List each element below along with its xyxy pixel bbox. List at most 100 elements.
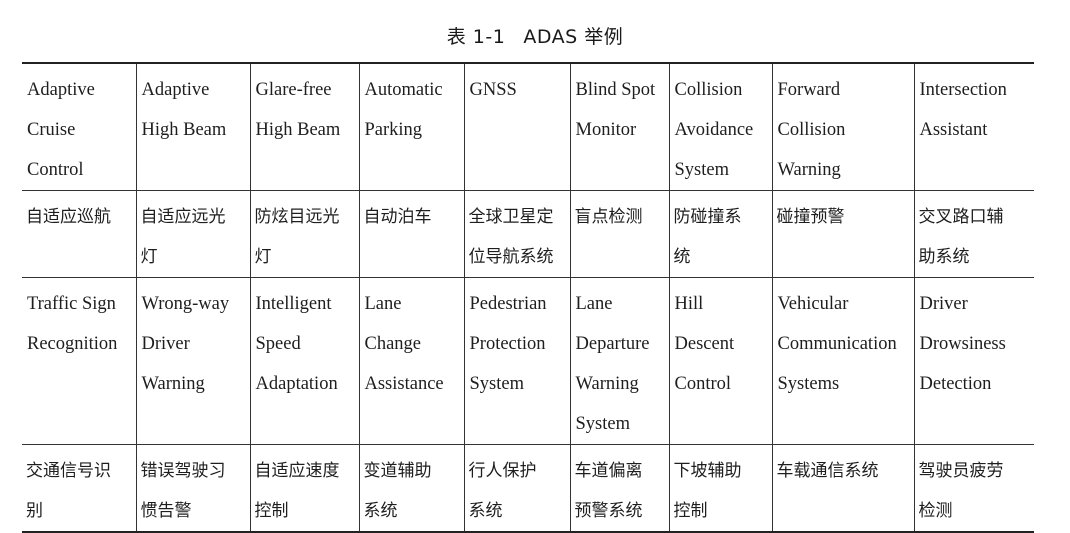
cell-text: 全球卫星定: [468, 207, 554, 227]
cell-text: Collision: [777, 120, 846, 140]
cell-text: 车道偏离: [574, 461, 643, 481]
cell-text: 助系统: [918, 247, 970, 267]
cell-text: Detection: [919, 374, 992, 394]
table-cell: 盲点检测: [569, 190, 669, 278]
cell-text: 交通信号识: [26, 461, 111, 481]
cell-text: 灯: [254, 247, 272, 267]
cell-text: 灯: [140, 247, 158, 267]
cell-text: Systems: [777, 374, 840, 394]
table-number: 表 1-1: [446, 26, 506, 48]
table-cell: 自动泊车: [358, 190, 464, 278]
table-cell: 防碰撞系统: [668, 190, 772, 278]
cell-text: Change: [364, 334, 422, 354]
cell-text: Automatic: [364, 80, 443, 100]
cell-text: Cruise: [27, 120, 76, 140]
cell-text: 盲点检测: [574, 207, 643, 227]
table-title: ADAS 举例: [523, 26, 624, 48]
table-cell: 错误驾驶习惯告警: [135, 444, 250, 533]
table-cell: 自适应巡航: [22, 190, 136, 278]
cell-text: 碰撞预警: [776, 207, 845, 227]
cell-text: Recognition: [27, 334, 118, 354]
cell-text: Pedestrian: [469, 294, 547, 314]
cell-text: 防炫目远光: [254, 207, 340, 227]
cell-text: Communication: [777, 334, 897, 354]
table-cell: 全球卫星定位导航系统: [463, 190, 570, 278]
cell-text: Assistant: [919, 120, 988, 140]
cell-text: Collision: [674, 80, 743, 100]
cell-text: Traffic Sign: [27, 294, 116, 314]
cell-text: 自适应远光: [140, 207, 226, 227]
cell-text: Glare-free: [255, 80, 332, 100]
table-cell: 下坡辅助控制: [668, 444, 772, 533]
table-cell: 交叉路口辅助系统: [913, 190, 1034, 278]
table-row: 交通信号识别错误驾驶习惯告警自适应速度控制变道辅助系统行人保护系统车道偏离预警系…: [22, 444, 1034, 533]
cell-text: 车载通信系统: [776, 461, 879, 481]
cell-text: 自动泊车: [363, 207, 432, 227]
table-cell: 自适应速度控制: [249, 444, 359, 533]
table-cell: 行人保护系统: [463, 444, 570, 533]
cell-text: 预警系统: [574, 501, 643, 521]
cell-text: 别: [26, 501, 43, 521]
table-cell: 自适应远光灯: [135, 190, 250, 278]
cell-text: Intersection: [919, 80, 1007, 100]
table-cell: GNSS: [463, 63, 570, 191]
cell-text: 检测: [918, 501, 953, 521]
cell-text: Speed: [255, 334, 301, 354]
cell-text: High Beam: [255, 120, 341, 140]
table-caption: 表 1-1 ADAS 举例: [0, 22, 1070, 49]
cell-text: 惯告警: [140, 501, 192, 521]
cell-text: System: [674, 160, 729, 180]
cell-text: 统: [673, 247, 691, 267]
table-cell: 变道辅助系统: [358, 444, 464, 533]
cell-text: Assistance: [364, 374, 444, 394]
cell-text: 下坡辅助: [673, 461, 742, 481]
cell-text: Avoidance: [674, 120, 754, 140]
cell-text: Adaptive: [141, 80, 210, 100]
cell-text: High Beam: [141, 120, 227, 140]
cell-text: Hill: [674, 294, 704, 314]
cell-text: 变道辅助: [363, 461, 432, 481]
cell-text: System: [469, 374, 524, 394]
table-row: 自适应巡航自适应远光灯防炫目远光灯自动泊车全球卫星定位导航系统盲点检测防碰撞系统…: [22, 190, 1034, 278]
cell-text: Lane: [575, 294, 613, 314]
cell-text: Warning: [575, 374, 639, 394]
cell-text: System: [575, 414, 630, 434]
cell-text: Lane: [364, 294, 402, 314]
cell-text: Parking: [364, 120, 423, 140]
cell-text: Forward: [777, 80, 841, 100]
cell-text: Control: [27, 160, 84, 180]
cell-text: Descent: [674, 334, 735, 354]
cell-text: 防碰撞系: [673, 207, 742, 227]
table-cell: 防炫目远光灯: [249, 190, 359, 278]
table-cell: 驾驶员疲劳检测: [913, 444, 1034, 533]
table-cell: 车载通信系统: [771, 444, 914, 533]
cell-text: Monitor: [575, 120, 637, 140]
cell-text: Adaptive: [27, 80, 95, 100]
cell-text: 自适应速度: [254, 461, 340, 481]
cell-text: 行人保护: [468, 461, 537, 481]
cell-text: Wrong-way: [141, 294, 230, 314]
cell-text: GNSS: [469, 80, 517, 100]
cell-text: 错误驾驶习: [140, 461, 226, 481]
cell-text: Blind Spot: [575, 80, 656, 100]
